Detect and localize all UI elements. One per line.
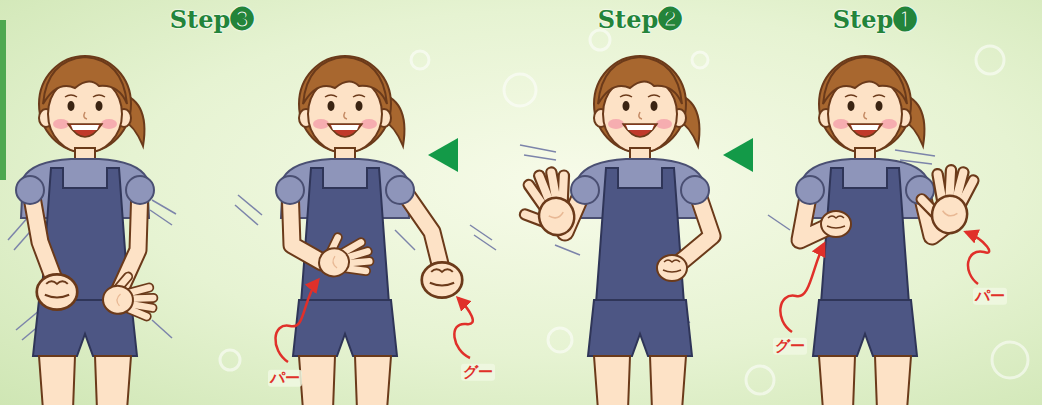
hand-shape-label: グー: [773, 338, 807, 355]
step-heading: Step❶: [833, 7, 917, 33]
hand-shape-label: パー: [973, 288, 1007, 305]
direction-triangle: [428, 138, 458, 172]
direction-triangle: [723, 138, 753, 172]
side-bar: [0, 20, 6, 180]
hand-arrows: [275, 232, 989, 362]
motion-lines: [8, 145, 935, 340]
sleeves: [16, 176, 934, 204]
hand-shape-label: パー: [268, 370, 302, 387]
step-heading: Step❷: [598, 7, 682, 33]
step-heading: Step❸: [170, 7, 254, 33]
hand-shape-label: グー: [461, 364, 495, 381]
